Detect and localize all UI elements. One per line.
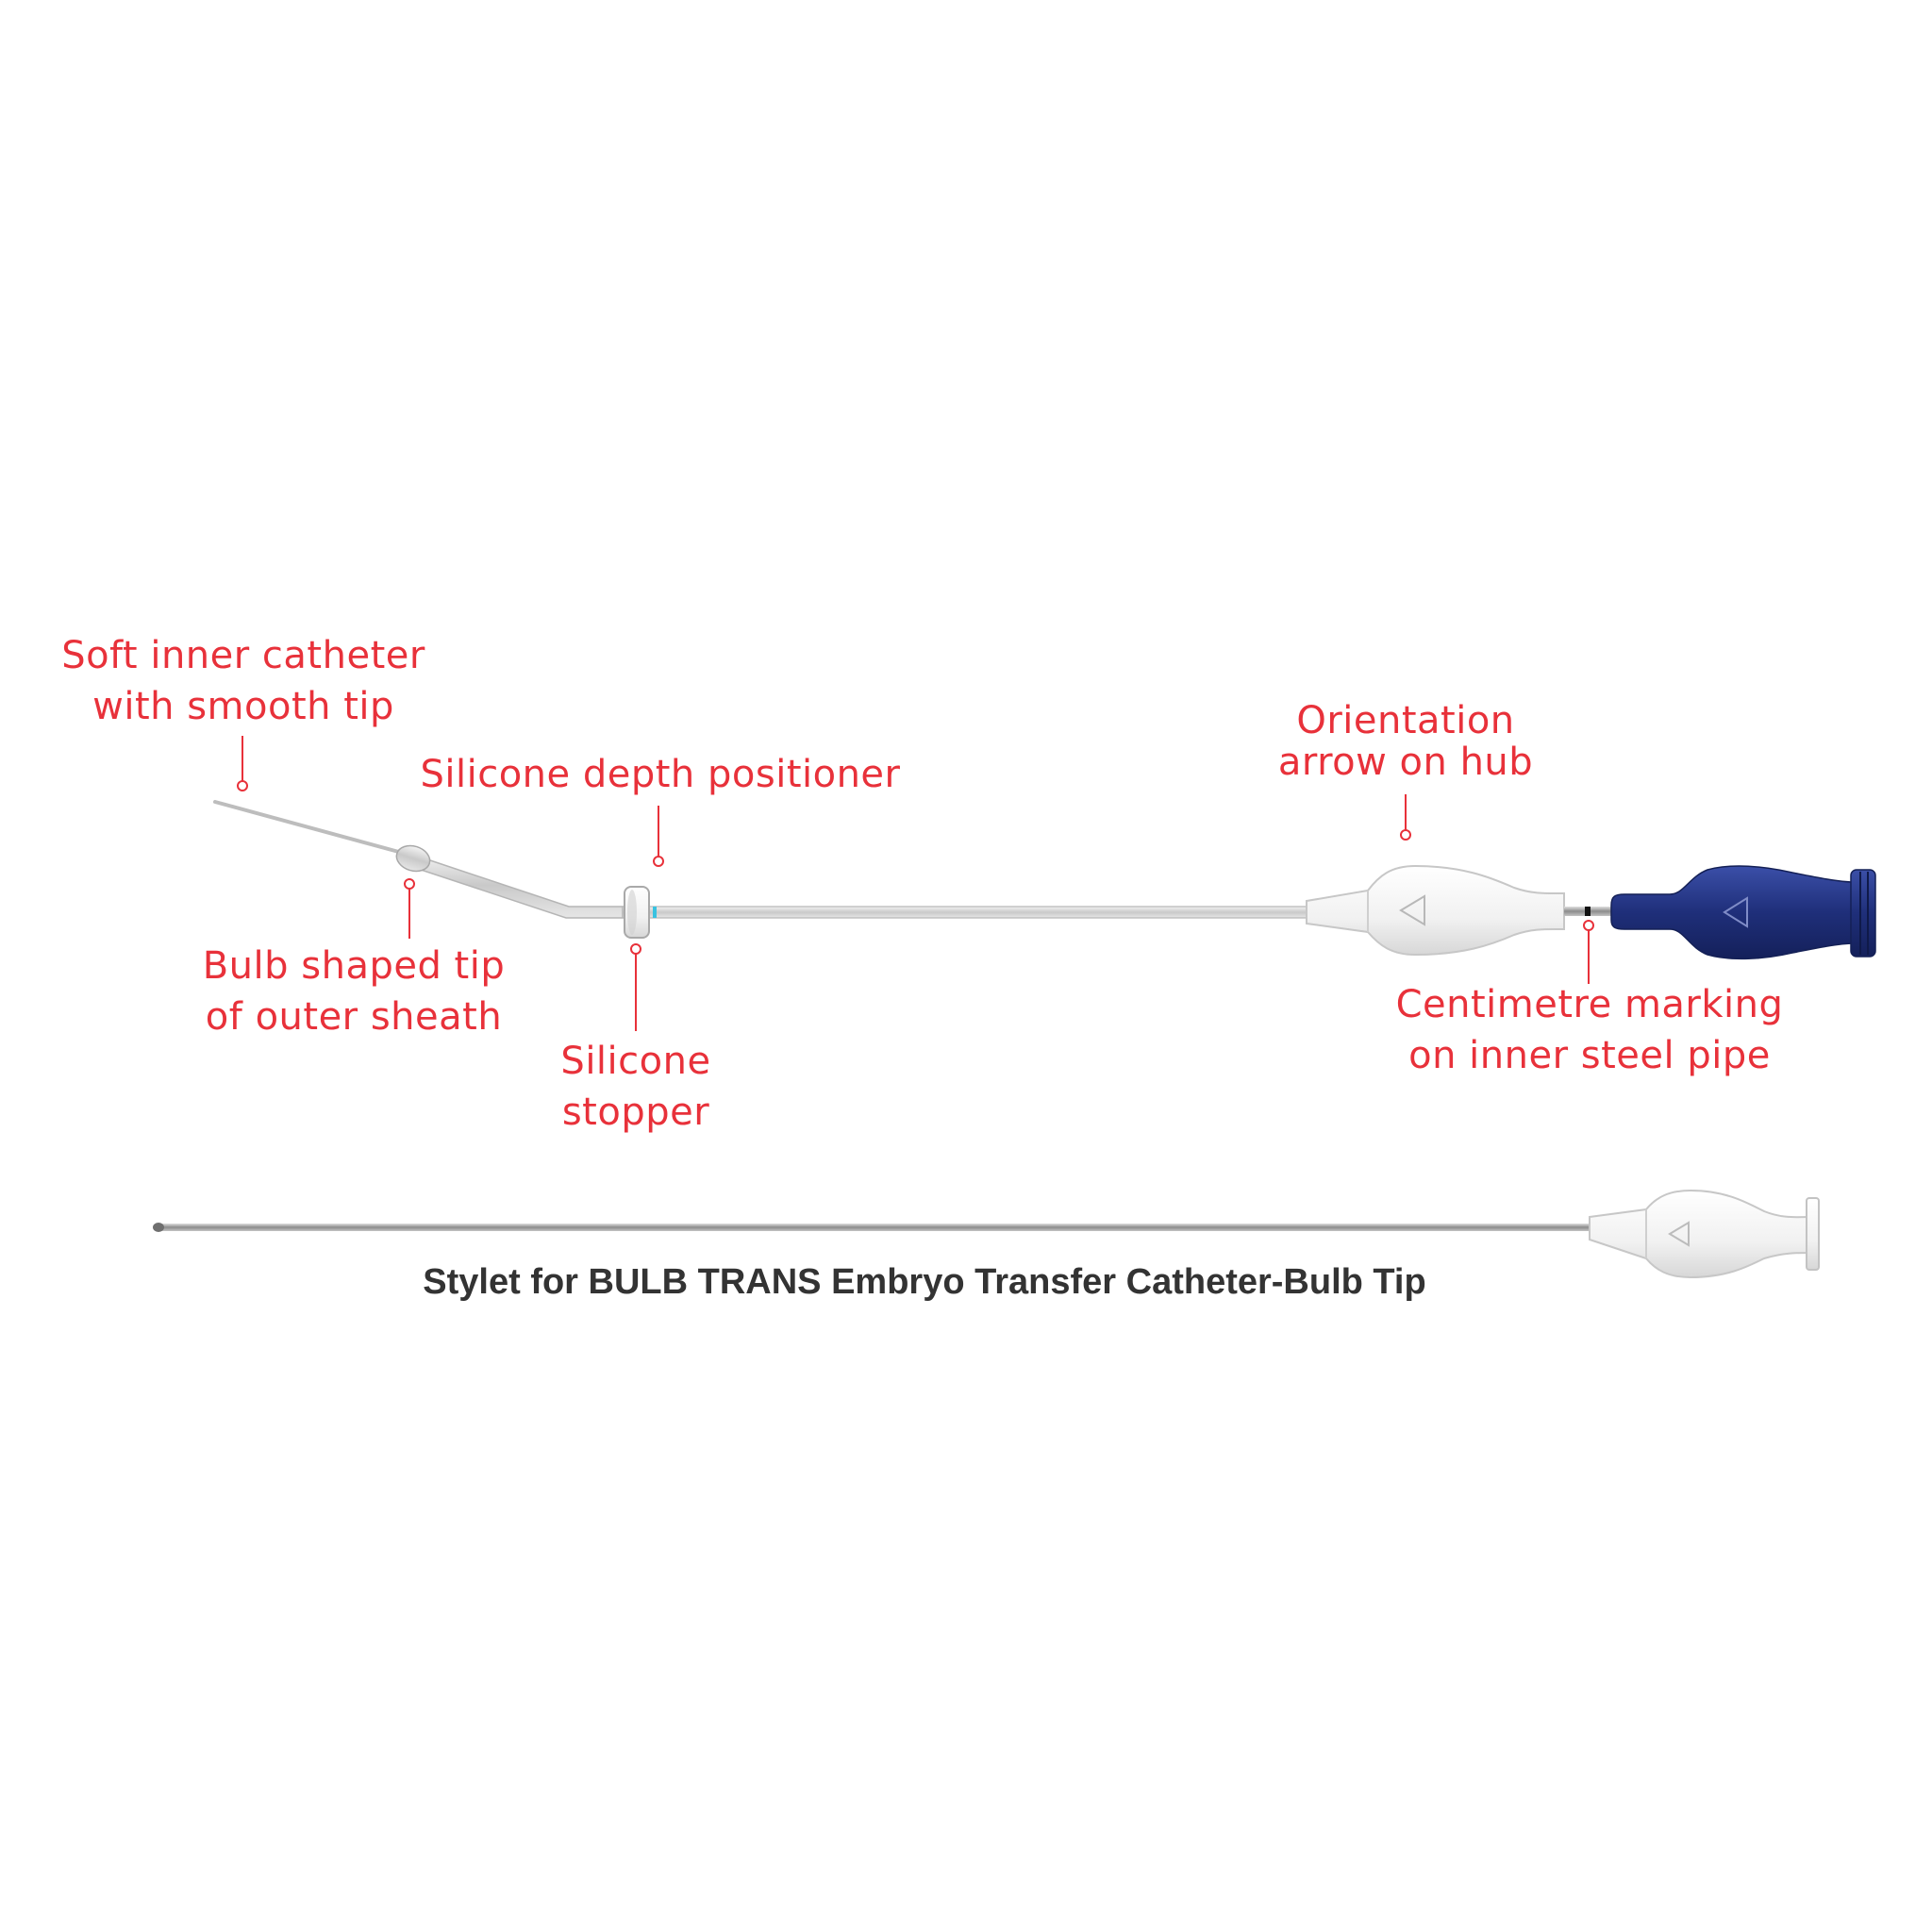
- label-silicone-stopper-line1: Silicone: [560, 1040, 711, 1083]
- label-orientation-arrow-line1: Orientation: [1296, 699, 1515, 742]
- outer-sheath-angled: [403, 852, 624, 919]
- label-orientation-arrow: Orientation arrow on hub: [1245, 700, 1566, 783]
- bulb-tip: [395, 844, 431, 873]
- leader-dot-cm-marking: [1583, 920, 1594, 931]
- label-silicone-stopper: Silicone stopper: [523, 1036, 749, 1138]
- leader-dot-stopper: [630, 943, 641, 955]
- label-orientation-arrow-line2: arrow on hub: [1277, 741, 1534, 784]
- inner-catheter-tip: [213, 800, 408, 856]
- stylet-tip: [153, 1223, 164, 1232]
- label-soft-inner-catheter-line2: with smooth tip: [92, 685, 394, 728]
- stylet-assembly: [153, 1189, 1820, 1279]
- leader-dot-orientation: [1400, 829, 1411, 841]
- leader-dot-depth-positioner: [653, 856, 664, 867]
- label-silicone-stopper-line2: stopper: [561, 1091, 710, 1134]
- leader-dot-bulb-tip: [404, 878, 415, 890]
- label-bulb-shaped-tip: Bulb shaped tip of outer sheath: [189, 941, 519, 1042]
- stylet-arrow-icon: [1668, 1221, 1690, 1247]
- label-bulb-shaped-tip-line2: of outer sheath: [205, 995, 503, 1039]
- stylet-hub-flange: [1806, 1197, 1820, 1271]
- label-soft-inner-catheter: Soft inner catheter with smooth tip: [45, 630, 441, 732]
- stopper-face: [627, 890, 637, 935]
- depth-marker: [653, 907, 657, 918]
- leader-dot-soft-inner: [237, 780, 248, 791]
- orientation-arrow-icon: [1399, 894, 1425, 926]
- white-hub: [1306, 864, 1565, 957]
- label-soft-inner-catheter-line1: Soft inner catheter: [61, 634, 425, 677]
- label-centimetre-marking: Centimetre marking on inner steel pipe: [1377, 979, 1802, 1081]
- label-centimetre-marking-line2: on inner steel pipe: [1408, 1034, 1771, 1077]
- catheter-assembly: [213, 800, 1876, 960]
- stylet-wire: [156, 1224, 1590, 1231]
- label-centimetre-marking-line1: Centimetre marking: [1395, 983, 1784, 1026]
- navy-hub-arrow-icon: [1723, 896, 1748, 928]
- navy-hub-flange: [1850, 869, 1876, 958]
- centimetre-marking: [1585, 907, 1591, 916]
- callout-leaders: [237, 736, 1594, 1031]
- stylet-caption: Stylet for BULB TRANS Embryo Transfer Ca…: [423, 1262, 1426, 1302]
- outer-sheath-straight: [622, 906, 1307, 919]
- label-silicone-depth-positioner-line1: Silicone depth positioner: [420, 753, 901, 796]
- label-silicone-depth-positioner: Silicone depth positioner: [406, 749, 915, 800]
- label-bulb-shaped-tip-line1: Bulb shaped tip: [202, 944, 506, 988]
- navy-hub: [1610, 865, 1855, 960]
